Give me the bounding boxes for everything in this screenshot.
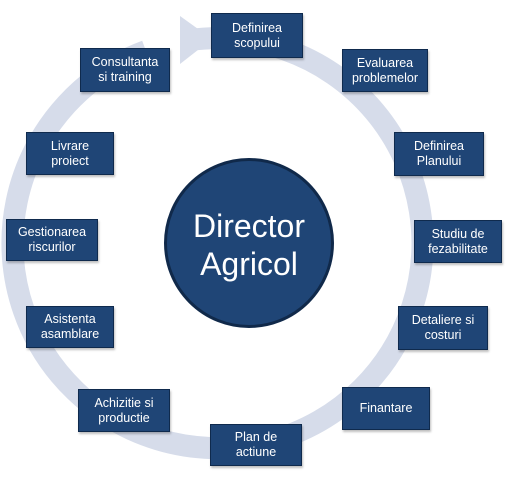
step-box-detaliere-si-costuri: Detaliere si costuri — [398, 306, 488, 350]
step-box-livrare-proiect: Livrare proiect — [26, 132, 114, 175]
step-box-plan-de-actiune: Plan de actiune — [210, 424, 302, 466]
step-box-gestionarea-riscurilor: Gestionarea riscurilor — [6, 219, 98, 261]
step-box-asistenta-asamblare: Asistenta asamblare — [26, 306, 114, 348]
center-circle: Director Agricol — [164, 158, 334, 328]
step-label: Studiu de fezabilitate — [428, 226, 488, 256]
step-box-achizitie-si-productie: Achizitie si productie — [78, 389, 170, 432]
step-label: Plan de actiune — [234, 430, 278, 459]
step-label: Definirea Planului — [413, 139, 465, 168]
step-label: Definirea scopului — [231, 20, 283, 50]
step-label: Livrare proiect — [50, 138, 90, 168]
step-label: Finantare — [359, 401, 413, 415]
cycle-arrowhead — [180, 16, 212, 64]
step-box-definirea-scopului: Definirea scopului — [211, 13, 303, 58]
step-box-finantare: Finantare — [342, 387, 430, 430]
step-box-consultanta-si-training: Consultanta si training — [80, 48, 170, 92]
step-label: Detaliere si costuri — [411, 313, 475, 342]
step-label: Consultanta si training — [91, 55, 159, 84]
step-box-studiu-de-fezabilitate: Studiu de fezabilitate — [414, 220, 502, 263]
step-box-evaluarea-problemelor: Evaluarea problemelor — [342, 49, 428, 92]
step-label: Asistenta asamblare — [40, 312, 100, 341]
step-label: Gestionarea riscurilor — [17, 225, 87, 254]
step-label: Achizitie si productie — [94, 395, 154, 425]
center-label: Director Agricol — [192, 208, 305, 282]
step-box-definirea-planului: Definirea Planului — [394, 132, 484, 176]
step-label: Evaluarea problemelor — [351, 55, 418, 85]
